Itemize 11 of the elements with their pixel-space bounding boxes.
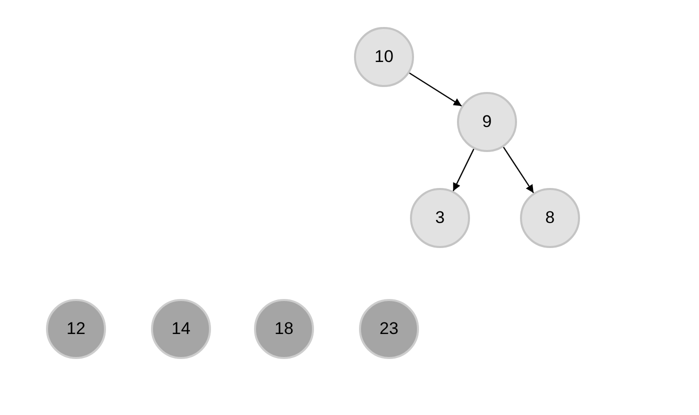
node-value: 12 — [66, 319, 86, 339]
arrow — [502, 146, 534, 194]
arrow — [409, 72, 462, 106]
node-value: 23 — [380, 319, 398, 339]
node-value: 18 — [274, 319, 294, 339]
arrow — [452, 148, 474, 192]
node-value: 9 — [482, 112, 492, 132]
node-value: 10 — [374, 47, 394, 67]
node-value: 8 — [545, 208, 555, 228]
node-value: 3 — [435, 208, 445, 228]
node-value: 14 — [172, 319, 190, 339]
